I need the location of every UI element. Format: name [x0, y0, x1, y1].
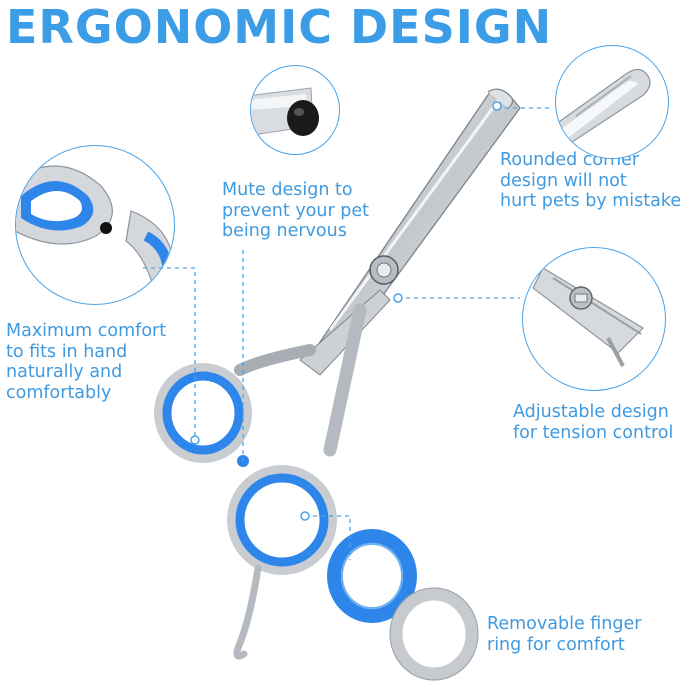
finger-ring-callout [15, 145, 175, 305]
pivot-screw [369, 255, 399, 285]
removable-ring-caption: Removable finger ring for comfort [487, 614, 642, 655]
maximum-comfort-caption: Maximum comfort to fits in hand naturall… [6, 321, 167, 403]
removable-ring-icon [327, 529, 479, 681]
rounded-tip-icon [556, 68, 651, 147]
tension-screw-icon [532, 267, 644, 367]
scissors-blades [299, 88, 521, 376]
adjustable-design-caption: Adjustable design for tension control [513, 402, 674, 443]
finger-ring-icon [16, 165, 174, 298]
tension-callout [522, 247, 666, 391]
rounded-tip-callout [555, 45, 669, 159]
mute-design-caption: Mute design to prevent your pet being ne… [222, 180, 369, 241]
rubber-bumper-icon [251, 87, 319, 136]
connector-dots [190, 101, 502, 521]
upper-handle [154, 344, 316, 463]
lower-handle [227, 303, 367, 660]
removable-ring-callout [327, 510, 479, 681]
connector-lines [143, 107, 550, 560]
rounded-corner-caption: Rounded corner design will not hurt pets… [500, 150, 682, 211]
bumper-callout [250, 65, 340, 155]
page-title: ERGONOMIC DESIGN [6, 0, 553, 54]
